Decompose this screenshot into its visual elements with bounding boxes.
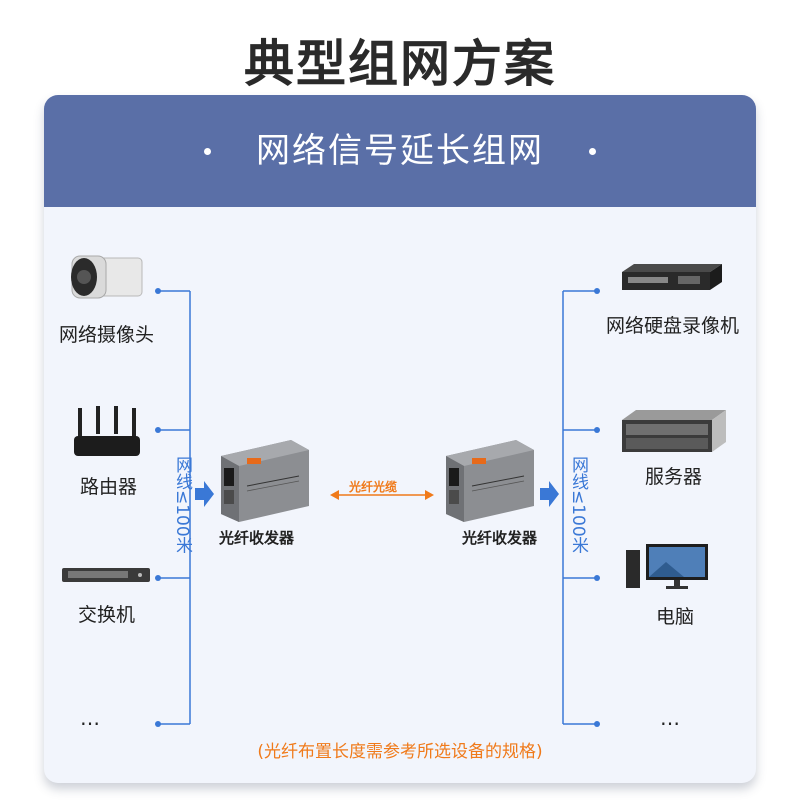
- banner-dot: [589, 148, 596, 155]
- page-title: 典型组网方案: [244, 35, 556, 93]
- banner-title: 网络信号延长组网: [256, 131, 544, 171]
- cable-length-label-left: 网线≤100米: [172, 456, 192, 554]
- banner-dot: [204, 148, 211, 155]
- device-label-computer: 电脑: [656, 606, 695, 628]
- switch-icon: [62, 568, 150, 582]
- left-ellipsis: …: [80, 706, 101, 730]
- camera-icon: [71, 255, 143, 299]
- converter-label-right: 光纤收发器: [462, 529, 538, 547]
- device-label-router: 路由器: [80, 476, 138, 498]
- device-label-nvr: 网络硬盘录像机: [606, 315, 740, 337]
- nvr-icon: [622, 264, 722, 290]
- device-label-server: 服务器: [645, 466, 703, 488]
- footnote: (光纤布置长度需参考所选设备的规格): [257, 742, 543, 762]
- media-converter-icon: [221, 440, 309, 522]
- media-converter-icon: [446, 440, 534, 522]
- device-label-switch: 交换机: [78, 604, 136, 626]
- computer-icon: [626, 544, 708, 589]
- right-ellipsis: …: [660, 706, 681, 730]
- fiber-cable-label: 光纤光缆: [349, 480, 398, 494]
- router-icon: [74, 406, 140, 456]
- converter-label-left: 光纤收发器: [219, 529, 295, 547]
- banner: 网络信号延长组网: [44, 95, 756, 207]
- cable-length-label-right: 网线≤100米: [568, 456, 588, 554]
- server-icon: [622, 410, 726, 452]
- device-label-camera: 网络摄像头: [59, 324, 155, 346]
